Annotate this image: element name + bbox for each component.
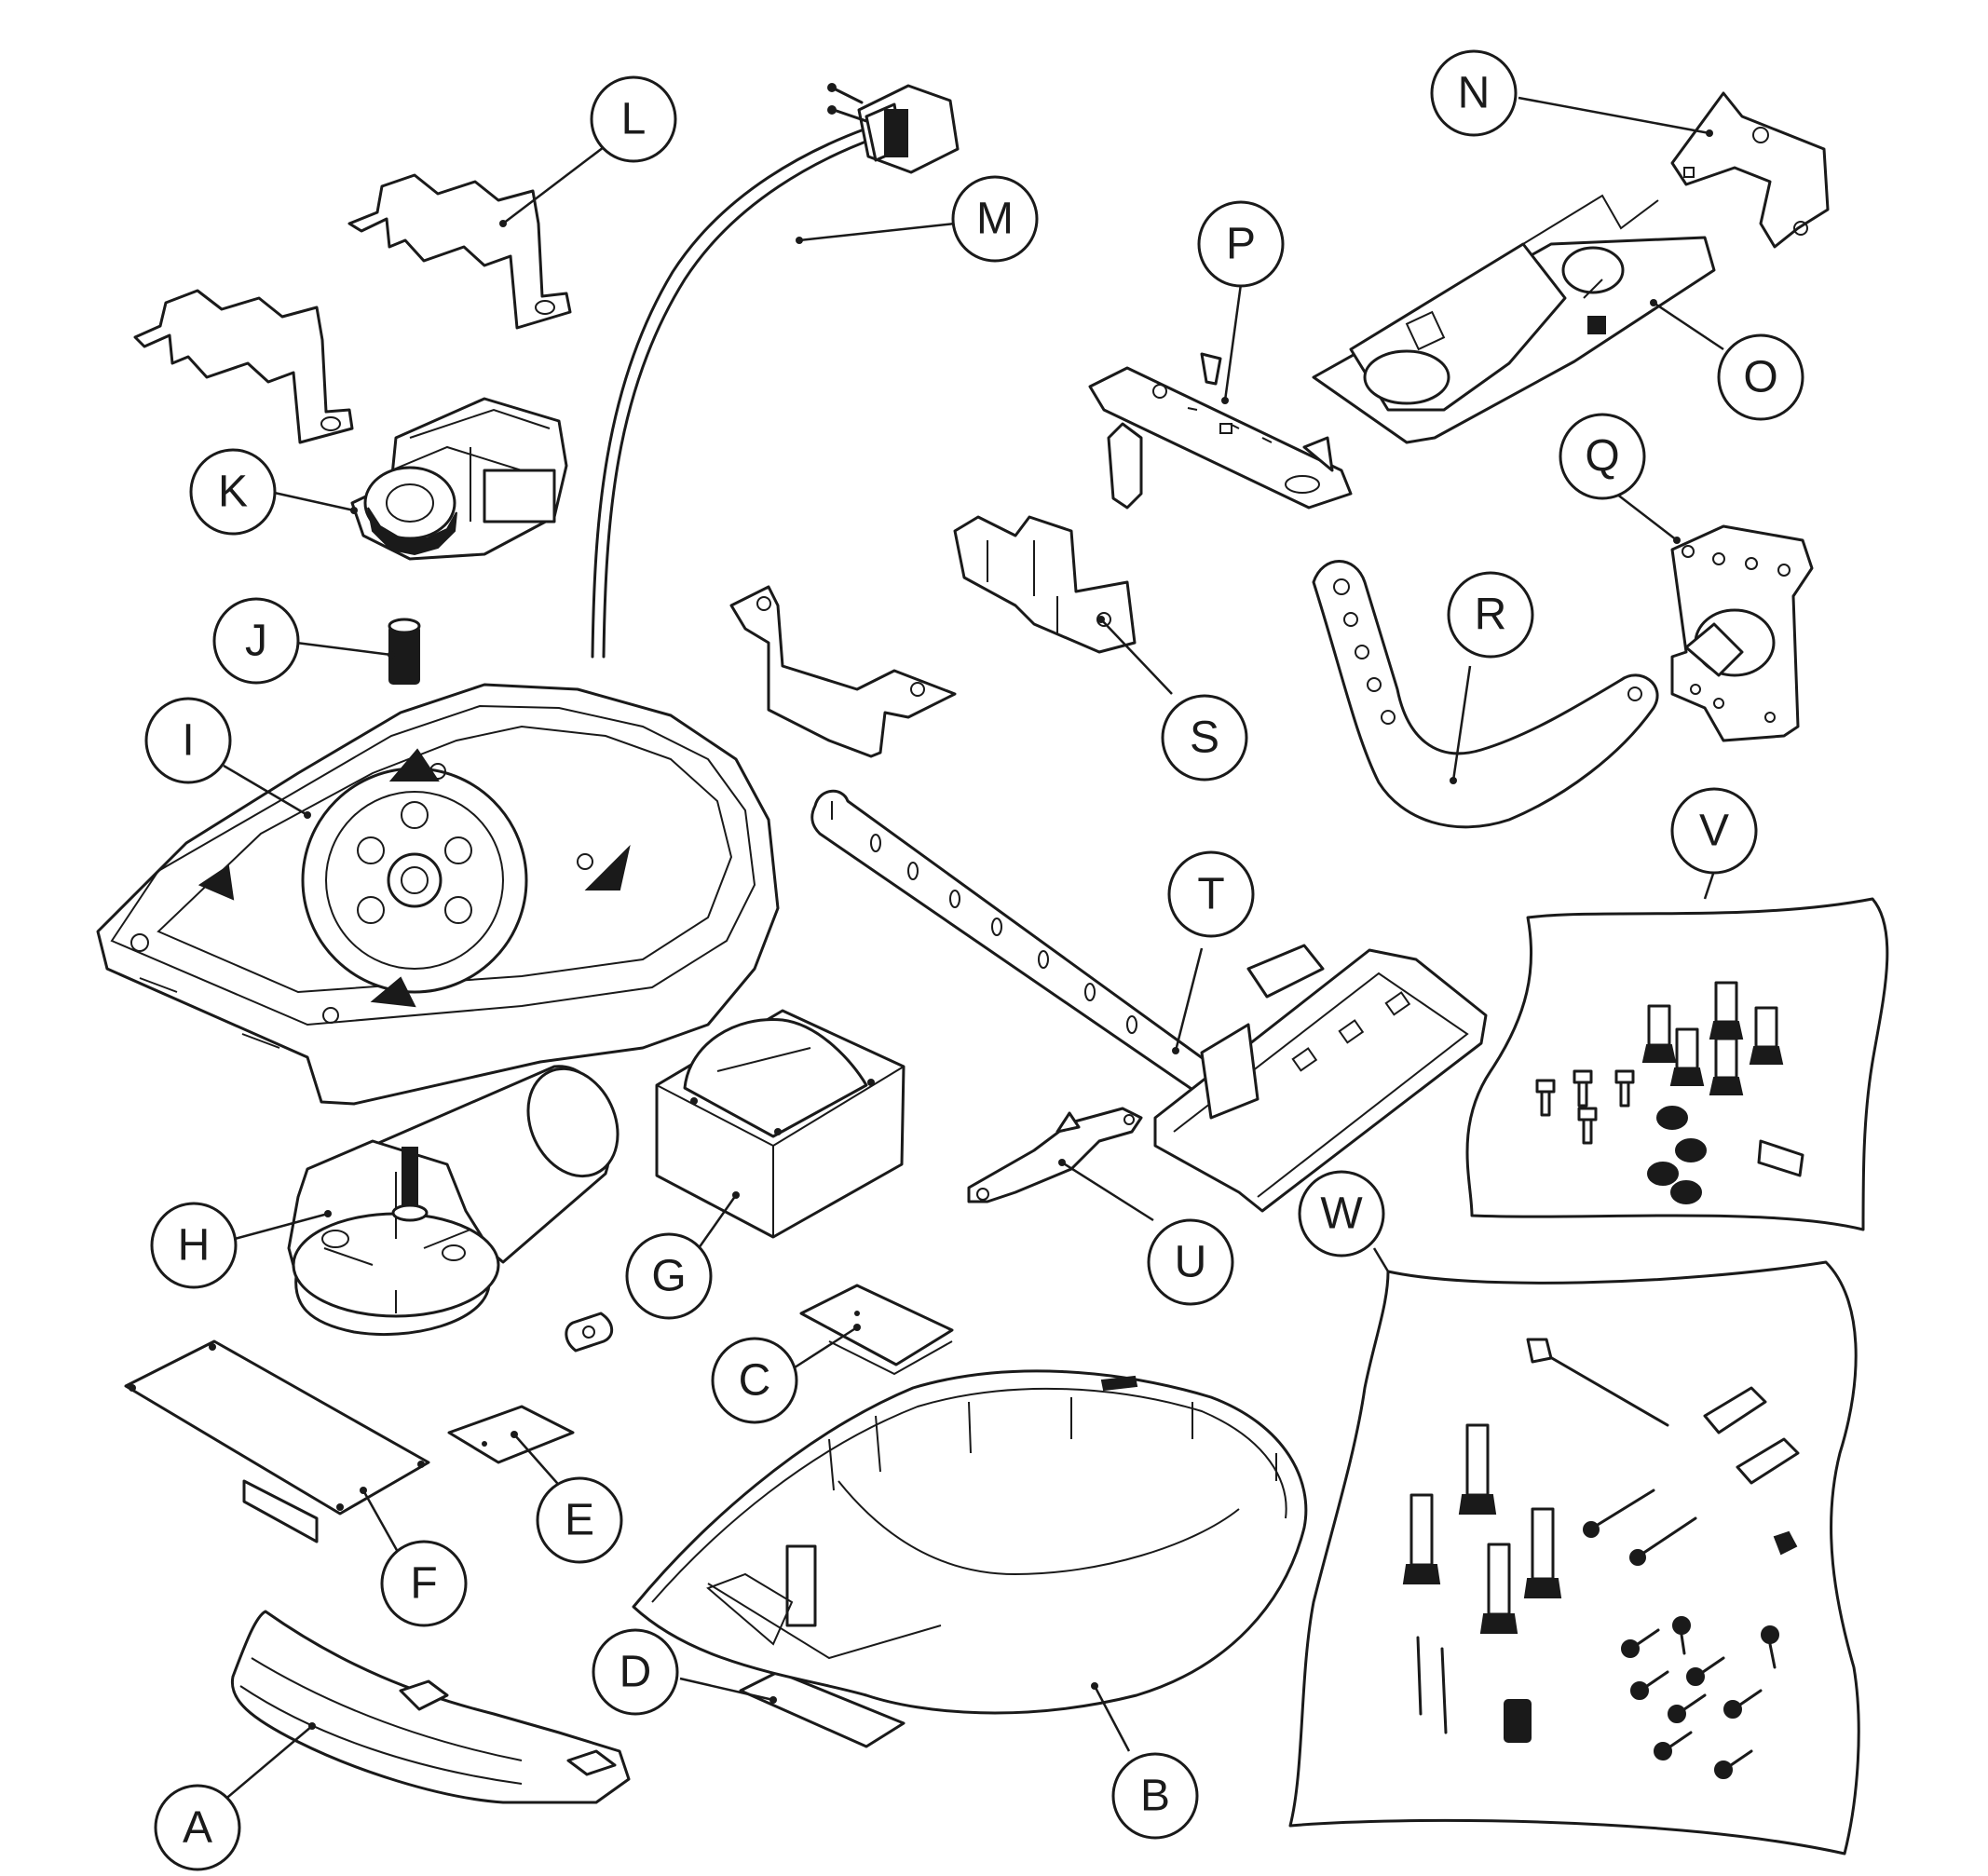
callout-d-label: D	[620, 1648, 652, 1697]
callout-r-label: R	[1475, 591, 1507, 640]
callout-e-label: E	[565, 1496, 594, 1545]
part-j-spacer	[388, 618, 421, 685]
part-r-curved-arm	[1312, 560, 1659, 829]
part-small-washer	[565, 1312, 614, 1353]
callout-l-label: L	[621, 95, 647, 144]
callout-l: L	[590, 75, 677, 163]
callout-q-label: Q	[1585, 432, 1619, 482]
part-v-hardware-bag	[1465, 897, 1889, 1231]
callout-i-label: I	[182, 716, 194, 766]
part-p-bracket	[1088, 352, 1353, 510]
callout-v-label: V	[1699, 807, 1729, 856]
callout-m: M	[951, 175, 1039, 263]
callout-u: U	[1147, 1218, 1234, 1306]
callout-t-label: T	[1197, 870, 1224, 919]
part-g-transformer	[655, 1009, 905, 1239]
part-u-latch	[967, 1107, 1143, 1203]
callout-w: W	[1298, 1170, 1385, 1257]
part-i-base-plate	[96, 683, 780, 1106]
part-q-wall-bracket	[1670, 524, 1814, 742]
part-b-housing	[632, 1369, 1308, 1715]
callout-t: T	[1167, 850, 1255, 938]
part-c-small-board	[799, 1284, 954, 1376]
callout-s-label: S	[1190, 714, 1219, 763]
leader-lines	[204, 96, 1724, 1817]
callout-i: I	[144, 697, 232, 784]
callout-k: K	[189, 448, 277, 536]
part-n-bracket	[1670, 91, 1830, 249]
callout-j: J	[212, 597, 300, 685]
callout-q: Q	[1559, 413, 1646, 500]
callout-v: V	[1670, 787, 1758, 875]
part-o-trolley	[1312, 194, 1716, 444]
callout-w-label: W	[1320, 1189, 1363, 1239]
callout-n-label: N	[1458, 69, 1491, 118]
callout-u-label: U	[1175, 1238, 1207, 1287]
callout-a: A	[154, 1784, 241, 1871]
part-w-hardware-bag	[1288, 1260, 1860, 1856]
part-t-arm-slide	[810, 789, 1488, 1213]
callout-b-label: B	[1140, 1772, 1170, 1821]
callout-h: H	[150, 1202, 238, 1289]
callout-n: N	[1430, 49, 1518, 137]
callout-m-label: M	[976, 195, 1014, 244]
callout-h-label: H	[178, 1221, 211, 1271]
callout-g: G	[625, 1232, 713, 1320]
callout-o-label: O	[1743, 353, 1777, 402]
callout-e: E	[536, 1476, 623, 1564]
part-h-motor	[287, 1065, 620, 1336]
callout-o: O	[1717, 333, 1804, 421]
callout-c-label: C	[739, 1356, 771, 1406]
callout-g-label: G	[651, 1252, 686, 1301]
callout-b: B	[1111, 1752, 1199, 1840]
callout-s: S	[1161, 694, 1248, 782]
part-f-circuit-board	[124, 1339, 430, 1543]
callout-d: D	[592, 1628, 679, 1716]
part-a-front-cover	[230, 1610, 631, 1804]
part-l-brackets	[133, 173, 572, 444]
callout-j-label: J	[245, 617, 267, 666]
callout-r: R	[1447, 571, 1534, 659]
callout-a-label: A	[183, 1803, 212, 1853]
callout-c: C	[711, 1337, 798, 1424]
callout-f-label: F	[410, 1559, 437, 1609]
callout-f: F	[380, 1540, 468, 1627]
part-loose-bracket	[729, 585, 957, 758]
callout-k-label: K	[218, 468, 248, 517]
callout-p-label: P	[1226, 220, 1256, 269]
part-k-gear-assembly	[350, 397, 568, 561]
part-d-label-plate	[739, 1670, 905, 1748]
callout-p: P	[1197, 200, 1285, 288]
part-s-guide-block	[953, 515, 1137, 654]
part-m-power-cord	[591, 83, 960, 659]
